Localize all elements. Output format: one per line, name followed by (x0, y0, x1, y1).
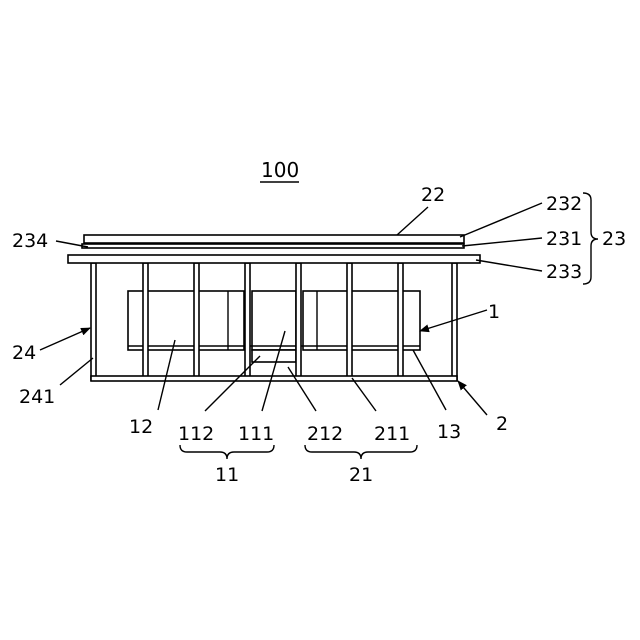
leader-2 (458, 381, 487, 415)
top-plates (68, 235, 480, 263)
plate-231 (82, 244, 464, 248)
frame-right-wall (452, 263, 457, 380)
frame-bottom (91, 376, 457, 381)
vertical-bar (143, 263, 148, 379)
brace-23 (583, 193, 598, 284)
label-23: 23 (602, 228, 626, 250)
brace-11 (180, 445, 274, 459)
label-211: 211 (374, 423, 410, 445)
figure-title: 100 (261, 158, 299, 182)
label-21: 21 (349, 464, 373, 486)
cell-block-center (252, 291, 296, 350)
vertical-bar (398, 263, 403, 379)
leader-212 (288, 367, 316, 411)
leader-24 (40, 328, 90, 350)
leader-211 (352, 378, 376, 411)
label-112: 112 (178, 423, 214, 445)
leader-22 (397, 207, 428, 235)
label-11: 11 (215, 464, 239, 486)
label-232: 232 (546, 193, 582, 215)
plate-232 (84, 235, 464, 243)
vertical-bar (194, 263, 199, 379)
frame-left-wall (91, 263, 96, 380)
label-233: 233 (546, 261, 582, 283)
label-1: 1 (488, 301, 500, 323)
label-111: 111 (238, 423, 274, 445)
label-212: 212 (307, 423, 343, 445)
plate-233 (68, 255, 480, 263)
label-234: 234 (12, 230, 48, 252)
leader-112 (205, 356, 260, 411)
label-241: 241 (19, 386, 55, 408)
leader-233 (476, 260, 542, 271)
label-24: 24 (12, 342, 36, 364)
vertical-bar (296, 263, 301, 379)
label-12: 12 (129, 416, 153, 438)
leader-232 (460, 203, 542, 237)
label-22: 22 (421, 184, 445, 206)
label-2: 2 (496, 413, 508, 435)
leader-231 (462, 238, 542, 246)
leader-241 (60, 358, 93, 385)
vertical-bar (245, 263, 250, 379)
vertical-bar (347, 263, 352, 379)
brace-21 (305, 445, 417, 459)
label-231: 231 (546, 228, 582, 250)
center-pad (252, 350, 296, 362)
label-13: 13 (437, 421, 461, 443)
